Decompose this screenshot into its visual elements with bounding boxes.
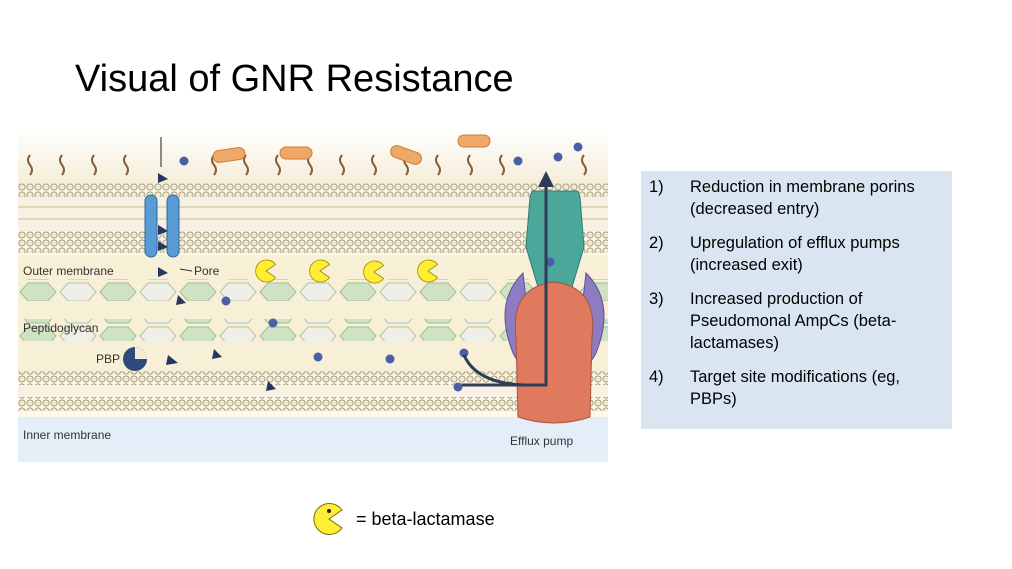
list-item: 4) Target site modifications (eg, PBPs) [649, 366, 944, 410]
pacman-icon [309, 259, 331, 283]
pacman-icon [255, 259, 277, 283]
pacman-icon [363, 260, 385, 284]
peptidoglycan-layer-top [18, 279, 608, 301]
list-item-text: Target site modifications (eg, PBPs) [690, 368, 901, 408]
outer-membrane-top-leaflet [18, 183, 608, 197]
periplasmic-antibiotics [221, 296, 469, 392]
drug-fragments [158, 173, 276, 391]
inner-membrane-bottom-leaflet [18, 397, 608, 411]
list-item-number: 2) [649, 234, 664, 252]
list-item: 3) Increased production of Pseudomonal A… [649, 288, 944, 354]
beta-lactamase-enzymes [255, 259, 439, 284]
membrane-diagram: Outer membrane Pore Peptidoglycan PBP In… [18, 127, 608, 462]
list-item-text: Upregulation of efflux pumps (increased … [690, 234, 900, 274]
inner-membrane-top-leaflet [18, 371, 608, 385]
list-item-number: 3) [649, 290, 664, 308]
pacman-icon [417, 259, 439, 283]
efflux-pump [462, 171, 605, 424]
list-item: 1) Reduction in membrane porins (decreas… [649, 176, 944, 220]
list-item-text: Reduction in membrane porins (decreased … [690, 178, 915, 218]
slide-title: Visual of GNR Resistance [75, 58, 514, 100]
peptidoglycan-label: Peptidoglycan [23, 321, 98, 335]
mechanism-list: 1) Reduction in membrane porins (decreas… [649, 176, 944, 410]
list-item-text: Increased production of Pseudomonal AmpC… [690, 290, 897, 352]
pacman-icon [313, 503, 343, 535]
outer-membrane-label: Outer membrane [23, 264, 114, 278]
inner-membrane-label: Inner membrane [23, 428, 111, 442]
pbp-label: PBP [96, 352, 120, 366]
pore-label: Pore [194, 264, 220, 278]
extracellular-antibiotics [179, 134, 583, 166]
mechanism-list-box: 1) Reduction in membrane porins (decreas… [641, 171, 952, 429]
list-item-number: 4) [649, 368, 664, 386]
porin-channel [144, 137, 180, 258]
legend: = beta-lactamase [312, 502, 495, 536]
legend-text: = beta-lactamase [356, 508, 495, 529]
peptidoglycan-layer-bottom [18, 319, 608, 341]
pbp-protein [123, 347, 147, 371]
outer-membrane-bottom-leaflet [18, 231, 608, 253]
list-item: 2) Upregulation of efflux pumps (increas… [649, 232, 944, 276]
list-item-number: 1) [649, 178, 664, 196]
efflux-pump-label: Efflux pump [510, 434, 573, 448]
